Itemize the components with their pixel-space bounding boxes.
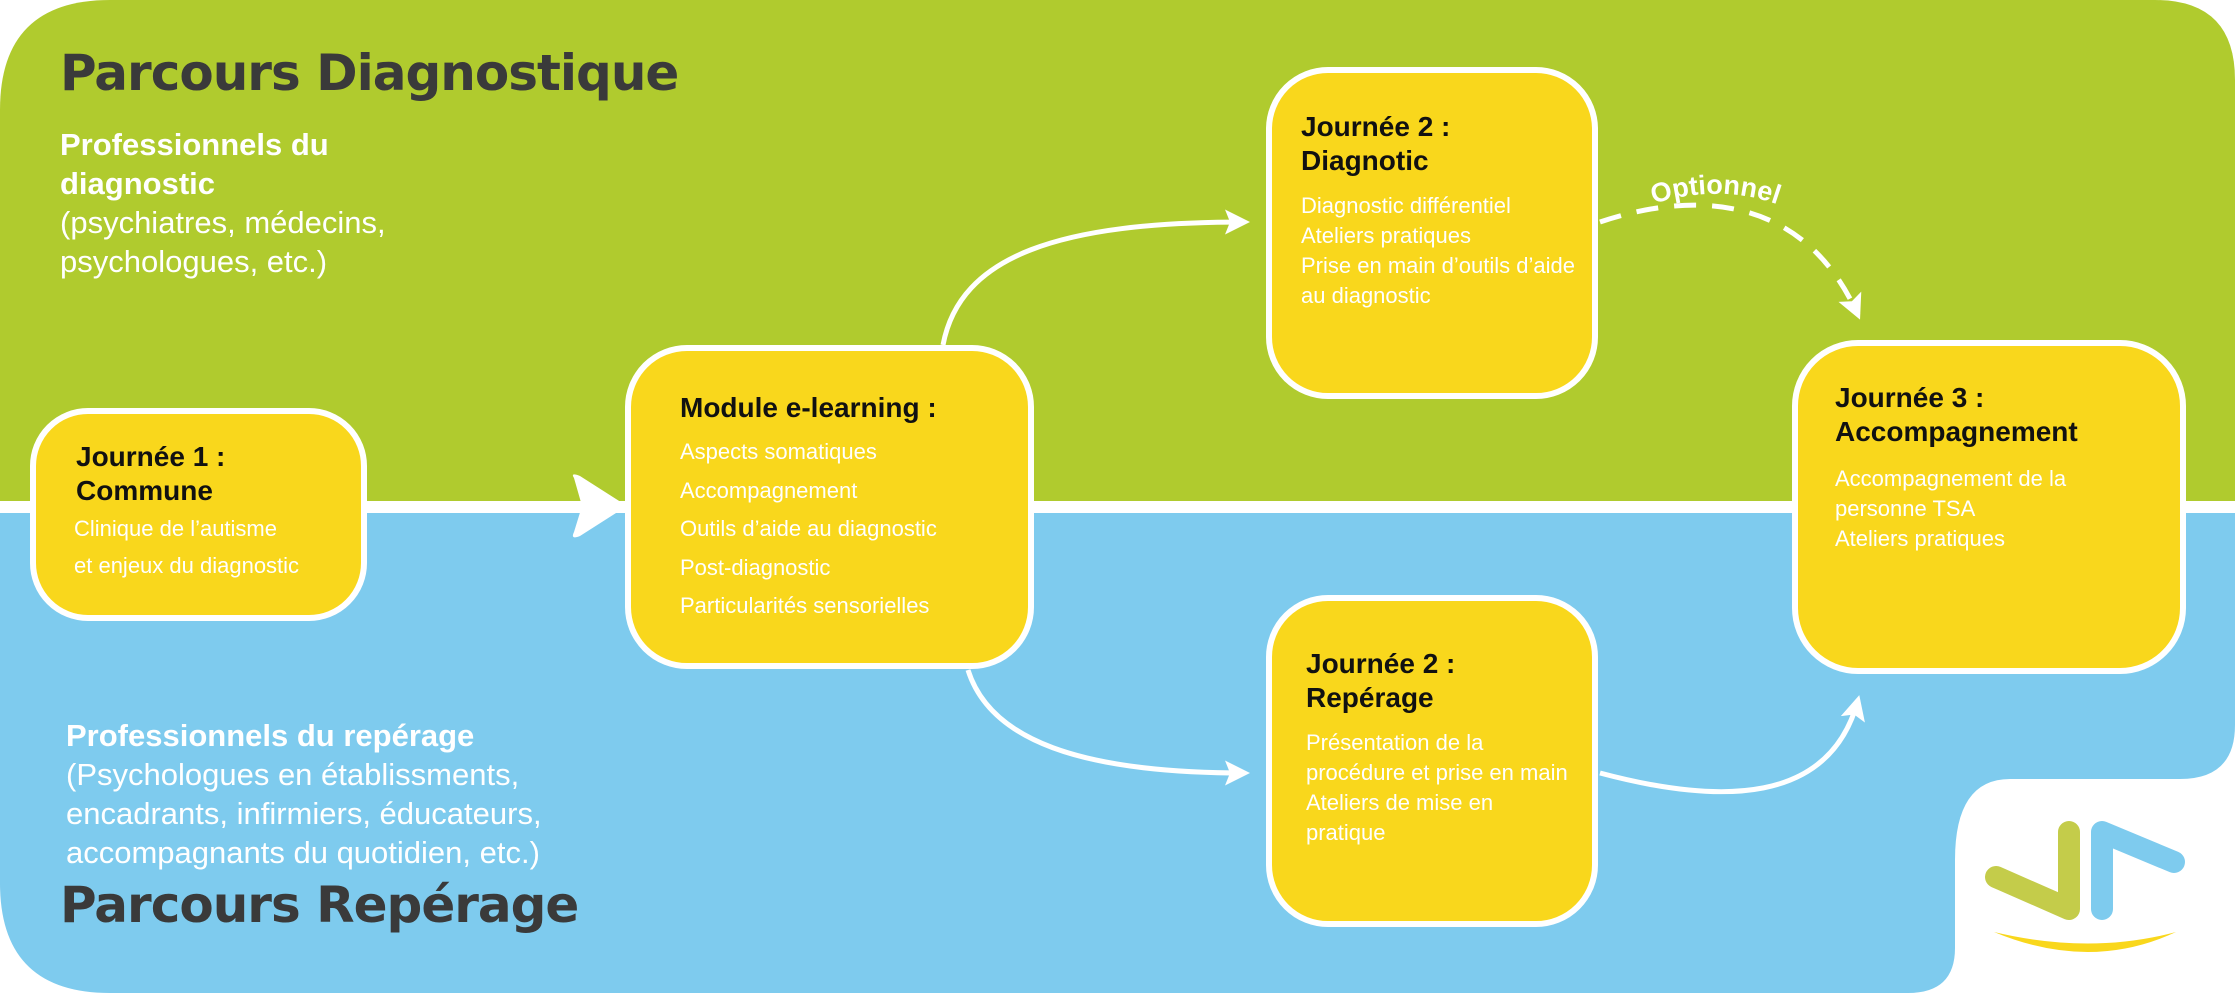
step-title: Journée 2 : Repérage bbox=[1306, 648, 1456, 713]
step-day1-commune: Journée 1 : Commune Clinique de l’autism… bbox=[30, 408, 367, 621]
arrow-elearning-to-day2-diagnostic bbox=[940, 209, 1250, 346]
reperage-audience-heading: Professionnels du repérage bbox=[66, 718, 475, 753]
diagnostic-track-title: Parcours Diagnostique bbox=[60, 44, 679, 102]
step-items: Clinique de l’autisme et enjeux du diagn… bbox=[74, 510, 299, 584]
step-item: au diagnostic bbox=[1301, 283, 1431, 308]
logo-yellow-smile bbox=[1994, 932, 2176, 952]
step-title: Journée 1 : Commune bbox=[76, 441, 226, 506]
step-day2-reperage: Journée 2 : Repérage Présentation de la … bbox=[1266, 595, 1598, 927]
step-items: Diagnostic différentiel Ateliers pratiqu… bbox=[1301, 191, 1575, 311]
step-day2-diagnostic: Journée 2 : Diagnotic Diagnostic différe… bbox=[1266, 67, 1598, 399]
step-item: pratique bbox=[1306, 820, 1386, 845]
step-item: Ateliers pratiques bbox=[1835, 526, 2005, 551]
diagnostic-band bbox=[0, 0, 2235, 501]
step-title: Journée 2 : Diagnotic bbox=[1301, 111, 1451, 176]
arrow-day1-to-elearning-head bbox=[572, 474, 627, 538]
step-item: Présentation de la bbox=[1306, 730, 1484, 755]
step-day3-accompagnement: Journée 3 : Accompagnement Accompagnemen… bbox=[1792, 340, 2186, 674]
step-item: Diagnostic différentiel bbox=[1301, 193, 1511, 218]
step-elearning-module: Module e-learning : Aspects somatiques A… bbox=[625, 345, 1034, 669]
diagnostic-audience-heading: Professionnels du diagnostic bbox=[60, 127, 329, 201]
step-item: et enjeux du diagnostic bbox=[74, 553, 300, 578]
step-title: Journée 3 : Accompagnement bbox=[1835, 382, 2078, 447]
arrow-elearning-to-day2-reperage bbox=[965, 669, 1250, 786]
step-items: Aspects somatiques Accompagnement Outils… bbox=[680, 433, 937, 626]
step-item: Clinique de l’autisme bbox=[74, 516, 277, 541]
diagnostic-audience: Professionnels du diagnostic (psychiatre… bbox=[60, 125, 440, 281]
step-item: Accompagnement bbox=[680, 477, 858, 503]
logo-blue-stroke bbox=[2091, 821, 2185, 920]
step-item: Accompagnement de la bbox=[1835, 466, 2067, 491]
step-item: Post-diagnostic bbox=[680, 554, 831, 580]
step-title: Module e-learning : bbox=[680, 392, 937, 423]
arrow-day2-reperage-to-day3 bbox=[1599, 695, 1865, 795]
step-item: Ateliers de mise en bbox=[1306, 790, 1494, 815]
reperage-audience: Professionnels du repérage (Psychologues… bbox=[66, 716, 626, 872]
step-item: Particularités sensorielles bbox=[680, 593, 930, 618]
logo-green-stroke bbox=[1985, 821, 2080, 920]
step-item: Ateliers pratiques bbox=[1301, 223, 1471, 248]
step-item: Aspects somatiques bbox=[680, 439, 877, 464]
track-divider bbox=[0, 501, 2236, 513]
step-items: Présentation de la procédure et prise en… bbox=[1306, 728, 1568, 848]
step-item: Prise en main d’outils d’aide bbox=[1301, 253, 1575, 278]
step-item: procédure et prise en main bbox=[1306, 760, 1568, 785]
step-item: personne TSA bbox=[1835, 496, 1976, 521]
reperage-audience-description: (Psychologues en établissments, encadran… bbox=[66, 757, 542, 870]
step-item: Outils d’aide au diagnostic bbox=[680, 516, 937, 541]
diagnostic-audience-description: (psychiatres, médecins, psychologues, et… bbox=[60, 205, 386, 279]
reperage-band bbox=[0, 513, 2235, 993]
logo-icon bbox=[1985, 821, 2185, 952]
reperage-track-title: Parcours Repérage bbox=[60, 876, 579, 934]
step-items: Accompagnement de la personne TSA Atelie… bbox=[1835, 464, 2066, 554]
